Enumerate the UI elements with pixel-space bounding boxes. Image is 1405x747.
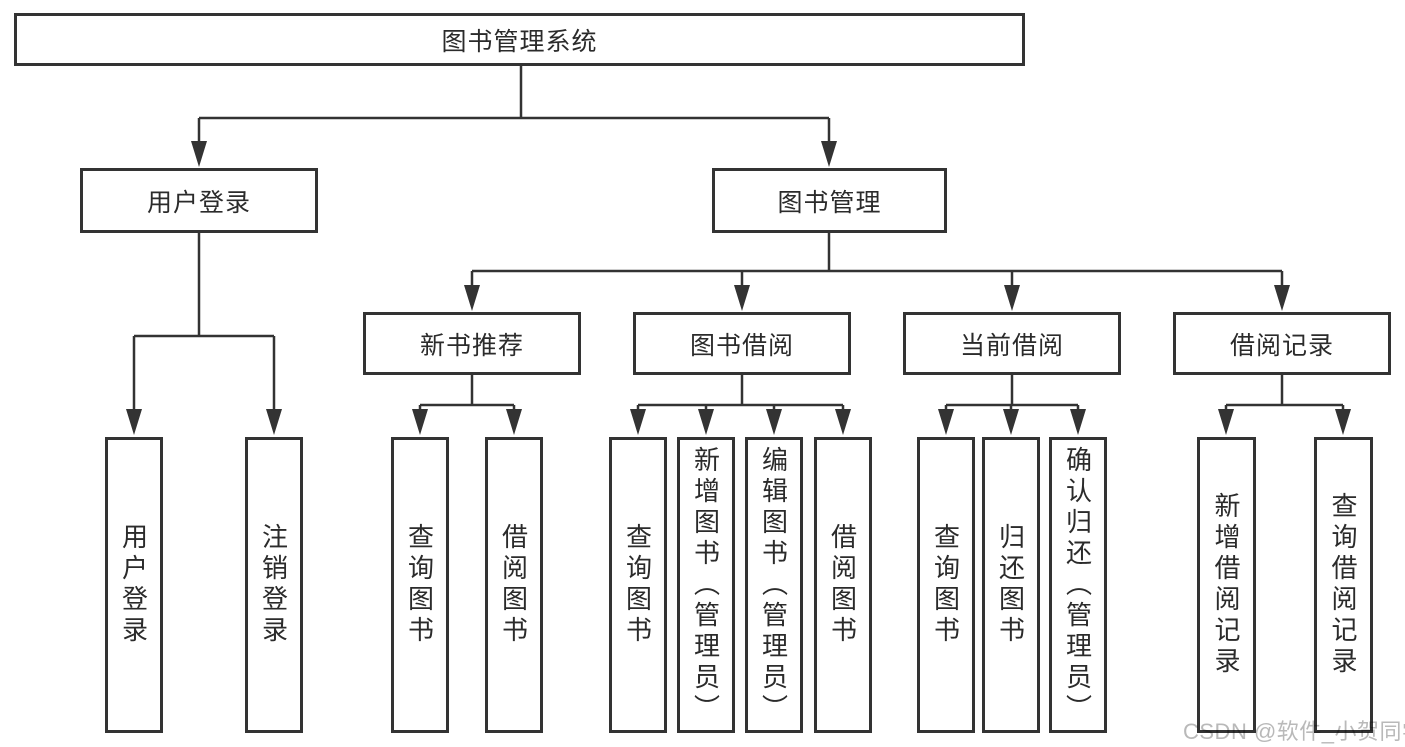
leaf-edit-book-admin: 编辑图书（管理员） — [745, 437, 803, 733]
leaf-borrow-books-recommend: 借阅图书 — [485, 437, 543, 733]
leaf-query-books-recommend: 查询图书 — [391, 437, 449, 733]
leaf-user-login: 用户登录 — [105, 437, 163, 733]
node-borrowing-records: 借阅记录 — [1173, 312, 1391, 375]
node-book-borrowing: 图书借阅 — [633, 312, 851, 375]
node-library-management-system: 图书管理系统 — [14, 13, 1025, 66]
leaf-logout: 注销登录 — [245, 437, 303, 733]
node-book-management: 图书管理 — [712, 168, 947, 233]
leaf-query-books-current: 查询图书 — [917, 437, 975, 733]
csdn-watermark: CSDN @软件_小贺同学 — [1183, 719, 1405, 744]
node-new-book-recommendation: 新书推荐 — [363, 312, 581, 375]
leaf-query-borrow-record: 查询借阅记录 — [1314, 437, 1373, 733]
arrowheads — [126, 141, 1351, 435]
leaf-return-books: 归还图书 — [982, 437, 1040, 733]
leaf-add-borrow-record: 新增借阅记录 — [1197, 437, 1256, 733]
node-user-login: 用户登录 — [80, 168, 318, 233]
node-current-borrowing: 当前借阅 — [903, 312, 1121, 375]
leaf-query-books-borrowing: 查询图书 — [609, 437, 667, 733]
leaf-add-book-admin: 新增图书（管理员） — [677, 437, 735, 733]
leaf-borrow-books: 借阅图书 — [814, 437, 872, 733]
leaf-confirm-return-admin: 确认归还（管理员） — [1049, 437, 1107, 733]
